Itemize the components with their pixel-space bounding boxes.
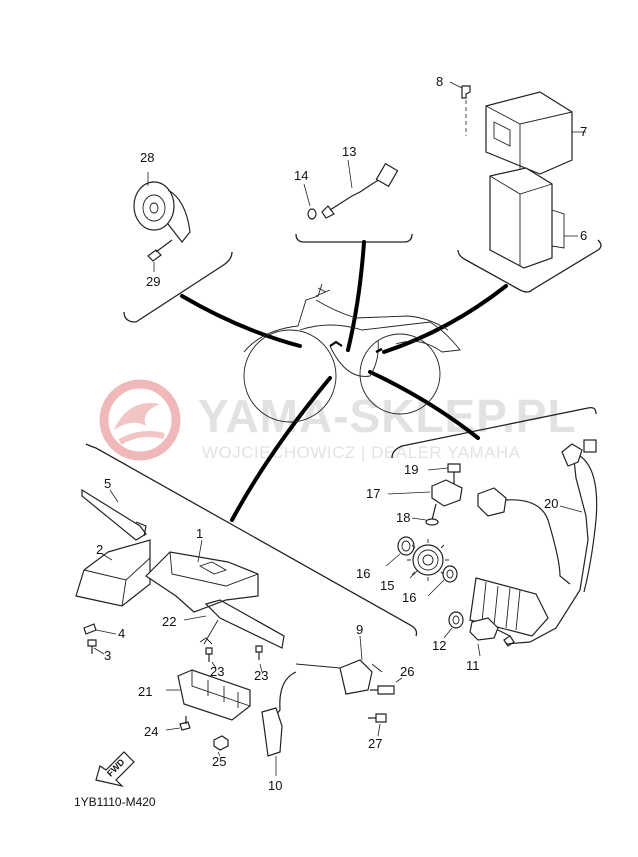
frame-body — [299, 321, 461, 353]
label-24: 24 — [144, 724, 158, 739]
handlebar — [315, 287, 331, 297]
diagram-code: 1YB1110-M420 — [74, 795, 156, 809]
label-21: 21 — [138, 684, 152, 699]
label-16b: 16 — [402, 590, 416, 605]
part-horn — [133, 181, 191, 243]
rear-wheel — [359, 333, 441, 415]
part-holder-7 — [485, 91, 586, 175]
label-22: 22 — [162, 614, 176, 629]
frame-sensor — [295, 233, 413, 243]
marker-b — [375, 347, 383, 354]
part-nut-25 — [213, 735, 229, 757]
frame-left — [85, 443, 418, 637]
label-19: 19 — [404, 462, 418, 477]
part-screws-23 — [205, 645, 263, 673]
part-bolt-26 — [370, 677, 403, 695]
label-20: 20 — [544, 496, 558, 511]
part-ecu-6 — [489, 167, 578, 269]
part-washer-14 — [307, 208, 317, 220]
callout-ecu — [382, 284, 508, 354]
part-cover-1 — [145, 539, 259, 613]
label-2: 2 — [96, 542, 103, 557]
part-oring-18 — [411, 517, 439, 526]
label-23b: 23 — [254, 668, 268, 683]
part-connector-8 — [449, 81, 471, 136]
watermark: YAMA-SKLEP.PL WOJCIECHOWICZ | DEALER YAM… — [99, 379, 577, 462]
part-labels: 28 29 13 14 8 7 6 5 1 2 4 3 22 23 23 21 … — [74, 74, 587, 809]
label-16a: 16 — [356, 566, 370, 581]
part-bracket-22 — [183, 599, 285, 649]
part-gear-15 — [407, 539, 449, 581]
label-14: 14 — [294, 168, 308, 183]
callout-horn — [180, 294, 302, 348]
part-sensor-lead — [321, 162, 399, 219]
part-strap-5 — [81, 488, 147, 541]
label-29: 29 — [146, 274, 160, 289]
watermark-brand: YAMA-SKLEP.PL — [198, 390, 577, 442]
label-17: 17 — [366, 486, 380, 501]
part-harness-20 — [505, 439, 598, 645]
marker-a — [329, 340, 343, 347]
part-sensor-17 — [387, 479, 463, 521]
label-6: 6 — [580, 228, 587, 243]
part-horn-bolt — [147, 239, 173, 262]
label-4: 4 — [118, 626, 125, 641]
part-cover-2 — [75, 539, 151, 607]
part-bolt-27 — [368, 713, 387, 737]
fwd-arrow: FWD — [95, 751, 135, 788]
part-screw-24 — [165, 716, 191, 731]
part-washer-12 — [443, 611, 464, 639]
label-26: 26 — [400, 664, 414, 679]
label-10: 10 — [268, 778, 282, 793]
callout-right — [368, 370, 480, 440]
frame-right — [391, 406, 597, 459]
watermark-logo — [99, 379, 181, 461]
horn-bracket — [167, 189, 191, 243]
label-25: 25 — [212, 754, 226, 769]
label-7: 7 — [580, 124, 587, 139]
front-fork — [243, 283, 323, 353]
label-1: 1 — [196, 526, 203, 541]
part-washer-16a — [385, 536, 415, 567]
part-bolt-3 — [87, 639, 105, 655]
part-washer-16b — [427, 565, 458, 597]
label-18: 18 — [396, 510, 410, 525]
front-wheel — [243, 329, 337, 423]
label-23a: 23 — [210, 664, 224, 679]
part-bolt-19 — [427, 463, 461, 484]
frame-horn — [123, 251, 233, 323]
part-coil-9 — [295, 635, 383, 695]
part-ignition-coil-21 — [166, 669, 251, 721]
label-11: 11 — [466, 658, 480, 673]
motorcycle-silhouette — [243, 283, 461, 423]
label-15: 15 — [380, 578, 394, 593]
label-13: 13 — [342, 144, 356, 159]
part-switch-11 — [469, 617, 515, 657]
callout-left — [230, 376, 332, 522]
label-12: 12 — [432, 638, 446, 653]
label-8: 8 — [436, 74, 443, 89]
frame-ecu — [457, 239, 602, 293]
part-connector-20a — [477, 487, 571, 585]
label-5: 5 — [104, 476, 111, 491]
label-9: 9 — [356, 622, 363, 637]
fwd-arrow-shape — [95, 751, 135, 788]
watermark-dealer: WOJCIECHOWICZ | DEALER YAMAHA — [202, 443, 521, 462]
horn-body — [133, 181, 175, 231]
callout-sensor — [346, 240, 366, 352]
label-3: 3 — [104, 648, 111, 663]
seat-tank — [315, 299, 449, 331]
part-plug-cap-10 — [261, 671, 297, 776]
label-28: 28 — [140, 150, 154, 165]
part-screw-4 — [83, 623, 117, 635]
callout-lines — [180, 240, 508, 522]
label-27: 27 — [368, 736, 382, 751]
group-frames — [85, 233, 602, 637]
